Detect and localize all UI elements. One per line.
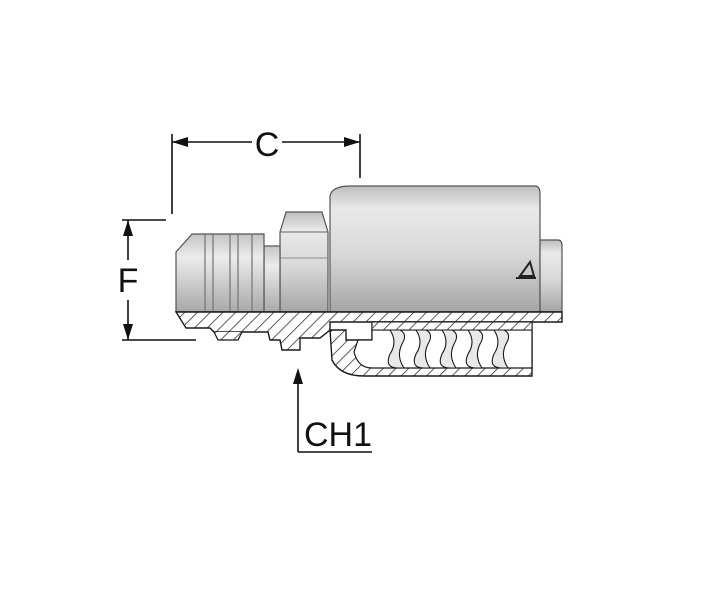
dimension-c	[171, 134, 361, 214]
ferrule-serrations	[387, 329, 510, 369]
dimension-f	[122, 219, 196, 341]
dimension-ch1-pointer	[293, 368, 372, 453]
ferrule-body	[329, 185, 541, 313]
thread-nose	[175, 233, 265, 313]
neck	[263, 245, 281, 313]
fitting-external-view	[175, 185, 563, 313]
dimension-f-label: F	[118, 262, 139, 300]
thread-grooves	[204, 234, 253, 312]
hex-nut	[279, 211, 329, 313]
ferrule-tail	[539, 239, 563, 313]
dimension-ch1-label: CH1	[304, 416, 372, 454]
triangle-logo-mark-icon	[516, 259, 536, 279]
fitting-section-view	[174, 311, 563, 377]
dimension-c-label: C	[255, 126, 280, 164]
